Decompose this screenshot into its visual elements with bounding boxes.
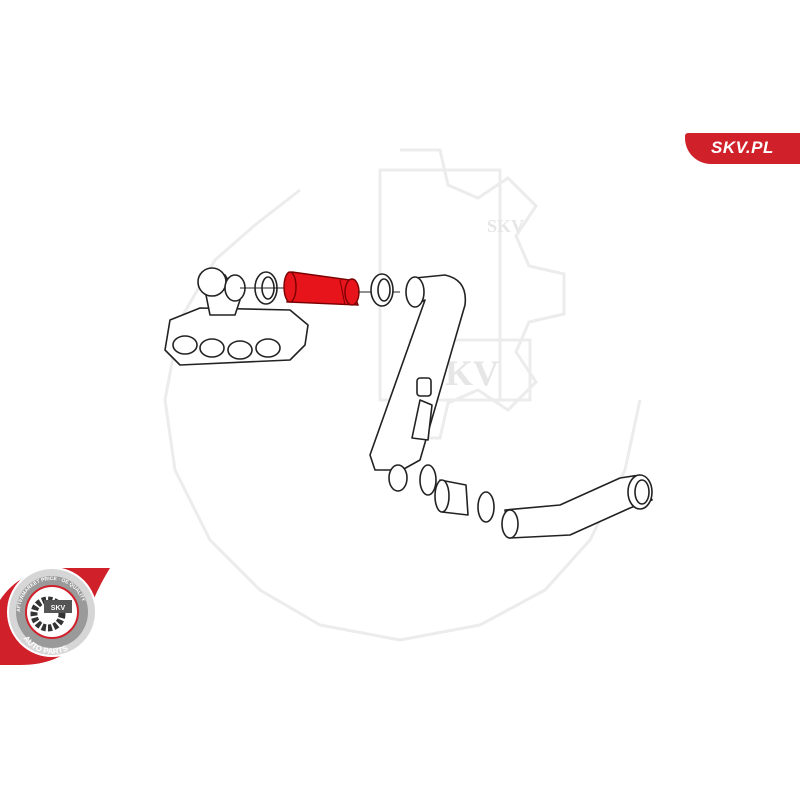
brand-text: SKV.PL [711,138,774,157]
lower-clamps-and-sleeve [419,464,495,523]
skv-auto-parts-badge: SKV AFTERMARKET PRICE · OE QUALITY AUTO … [0,567,110,665]
badge-center-text: SKV [51,605,66,612]
lower-pipe [501,474,653,539]
watermark-small-text: SKV [487,216,524,236]
brand-label: SKV.PL [685,133,800,164]
manifold [164,267,309,366]
hose-clamp-right [370,273,394,307]
charge-pipe [369,274,467,492]
highlighted-hose [283,271,360,306]
